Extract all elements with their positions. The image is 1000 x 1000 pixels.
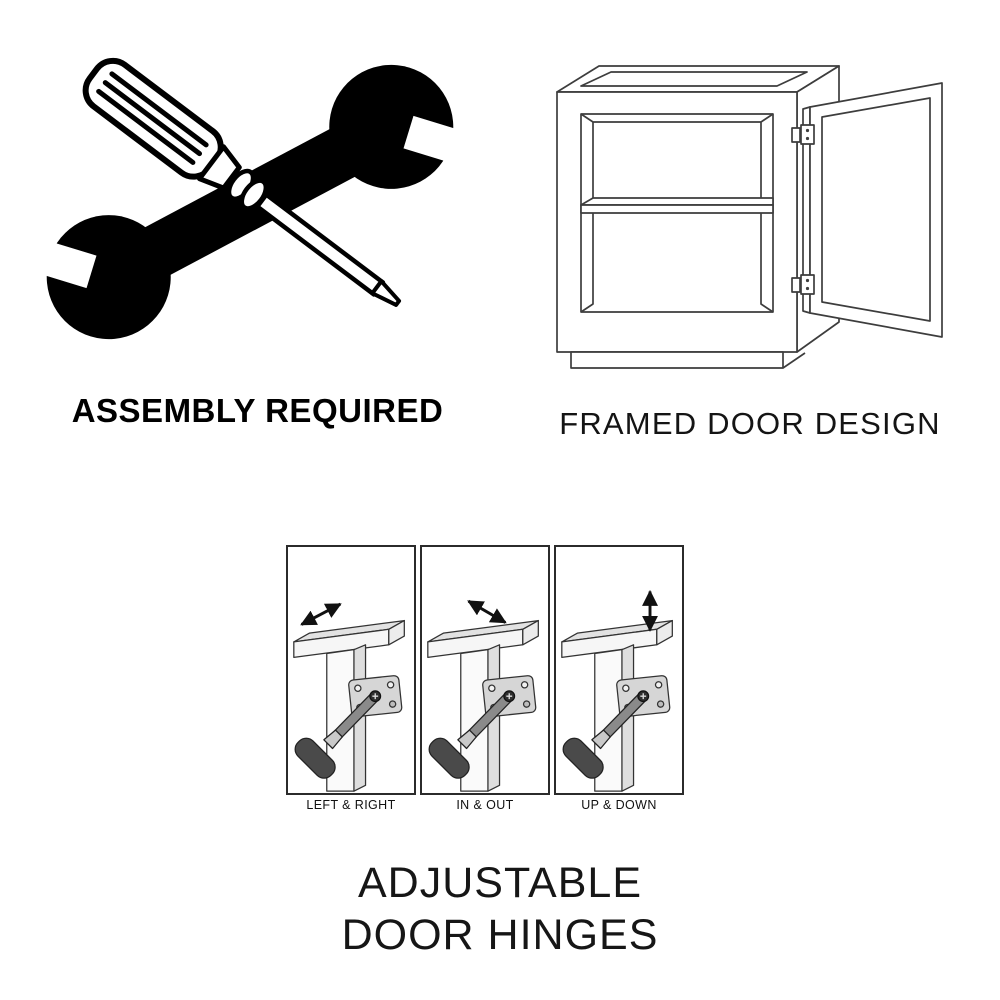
hinge-panel-label: UP & DOWN bbox=[581, 798, 657, 812]
adjustable-door-hinges-title: ADJUSTABLE DOOR HINGES bbox=[0, 858, 1000, 961]
hinge-panel-label: IN & OUT bbox=[456, 798, 514, 812]
in-out-arrow-icon bbox=[467, 599, 507, 624]
assembly-required-label: ASSEMBLY REQUIRED bbox=[71, 392, 444, 429]
wrench-screwdriver-icon bbox=[40, 57, 470, 340]
hinge-panel-labels: LEFT & RIGHT IN & OUT UP & DOWN bbox=[286, 798, 684, 812]
framed-cabinet-illustration bbox=[556, 65, 943, 369]
title-line-2: DOOR HINGES bbox=[341, 910, 659, 959]
left-right-arrow-icon bbox=[300, 602, 342, 626]
hinge-adjustment-panels bbox=[286, 545, 684, 795]
hinge-panel-up-down bbox=[554, 545, 684, 795]
hinge-adjustment-illustration bbox=[558, 589, 673, 792]
framed-door-design-label: FRAMED DOOR DESIGN bbox=[559, 406, 941, 441]
hinge-panel-left-right bbox=[286, 545, 416, 795]
title-line-1: ADJUSTABLE bbox=[358, 859, 642, 907]
hinge-panel-label: LEFT & RIGHT bbox=[306, 798, 396, 812]
hinge-adjustment-illustration bbox=[424, 599, 539, 792]
hinge-adjustment-illustration bbox=[290, 602, 405, 792]
hinge-panel-in-out bbox=[420, 545, 550, 795]
